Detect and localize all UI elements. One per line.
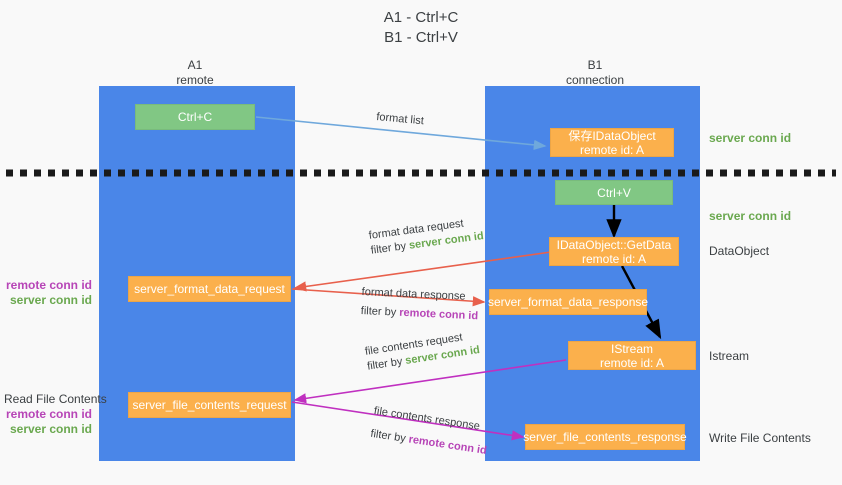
node-server-file-contents-request-label: server_file_contents_request bbox=[132, 398, 287, 412]
title-line-1: A1 - Ctrl+C bbox=[383, 9, 459, 26]
column-header-b1: B1 connection bbox=[495, 58, 695, 88]
right-label-server-conn-id-mid: server conn id bbox=[709, 209, 792, 223]
node-getdata-line2: remote id: A bbox=[581, 251, 647, 266]
node-server-format-data-response[interactable]: server_format_data_response bbox=[487, 289, 649, 315]
column-header-b1-name: B1 bbox=[587, 58, 603, 72]
column-header-a1: A1 remote bbox=[95, 58, 295, 88]
node-server-file-contents-response-label: server_file_contents_response bbox=[523, 430, 687, 444]
edge-label-format-data-request-filter-prefix: filter by bbox=[370, 239, 410, 257]
title-line-2: B1 - Ctrl+V bbox=[384, 29, 458, 46]
node-save-idataobject[interactable]: 保存IDataObject remote id: A bbox=[550, 128, 674, 157]
node-server-file-contents-response[interactable]: server_file_contents_response bbox=[523, 424, 687, 450]
left-label-file-remote-conn-id: remote conn id bbox=[5, 407, 92, 421]
node-server-format-data-request[interactable]: server_format_data_request bbox=[128, 276, 291, 302]
left-label-read-file-contents: Read File Contents bbox=[4, 392, 107, 406]
node-istream-line1: IStream bbox=[610, 341, 653, 356]
edge-label-file-contents-response-filter-value: remote conn id bbox=[407, 433, 488, 457]
node-istream-line2: remote id: A bbox=[599, 355, 665, 370]
left-label-format-remote-conn-id: remote conn id bbox=[5, 278, 92, 292]
left-label-format-block: remote conn id server conn id bbox=[0, 278, 92, 308]
edge-label-format-data-response-filter-prefix: filter by bbox=[360, 304, 400, 319]
edge-label-file-contents-response: file contents response filter by remote … bbox=[369, 404, 491, 459]
node-idataobject-getdata[interactable]: IDataObject::GetData remote id: A bbox=[549, 237, 679, 266]
left-label-format-server-conn-id: server conn id bbox=[9, 293, 92, 307]
node-server-file-contents-request[interactable]: server_file_contents_request bbox=[128, 392, 291, 418]
column-header-a1-name: A1 bbox=[187, 58, 203, 72]
node-save-idataobject-line2: remote id: A bbox=[579, 142, 645, 157]
left-label-file-block: Read File Contents remote conn id server… bbox=[0, 392, 107, 437]
right-label-istream: Istream bbox=[709, 349, 750, 363]
node-istream[interactable]: IStream remote id: A bbox=[568, 341, 696, 370]
column-header-a1-sub: remote bbox=[176, 73, 214, 87]
edge-label-file-contents-request: file contents request filter by server c… bbox=[364, 328, 481, 374]
node-getdata-line1: IDataObject::GetData bbox=[556, 237, 672, 252]
left-label-file-server-conn-id: server conn id bbox=[9, 422, 92, 436]
edge-label-format-data-request: format data request filter by server con… bbox=[368, 214, 485, 259]
node-ctrl-v[interactable]: Ctrl+V bbox=[555, 180, 673, 205]
node-save-idataobject-line1: 保存IDataObject bbox=[568, 128, 656, 143]
column-header-b1-sub: connection bbox=[565, 73, 625, 87]
node-ctrl-c[interactable]: Ctrl+C bbox=[135, 104, 255, 130]
node-ctrl-c-label: Ctrl+C bbox=[177, 110, 213, 124]
edge-label-format-list: format list bbox=[375, 110, 425, 128]
right-label-write-file-contents: Write File Contents bbox=[709, 431, 811, 445]
node-server-format-data-request-label: server_format_data_request bbox=[134, 282, 285, 296]
edge-label-format-data-response-filter-value: remote conn id bbox=[399, 306, 479, 323]
diagram-title: A1 - Ctrl+C B1 - Ctrl+V bbox=[0, 8, 842, 48]
edge-label-file-contents-response-filter-prefix: filter by bbox=[369, 427, 410, 446]
edge-label-format-data-response: format data response filter by remote co… bbox=[360, 285, 479, 324]
right-label-server-conn-id-top: server conn id bbox=[709, 131, 792, 145]
right-label-dataobject: DataObject bbox=[709, 244, 770, 258]
node-server-format-data-response-label: server_format_data_response bbox=[487, 295, 649, 309]
node-ctrl-v-label: Ctrl+V bbox=[597, 185, 631, 200]
